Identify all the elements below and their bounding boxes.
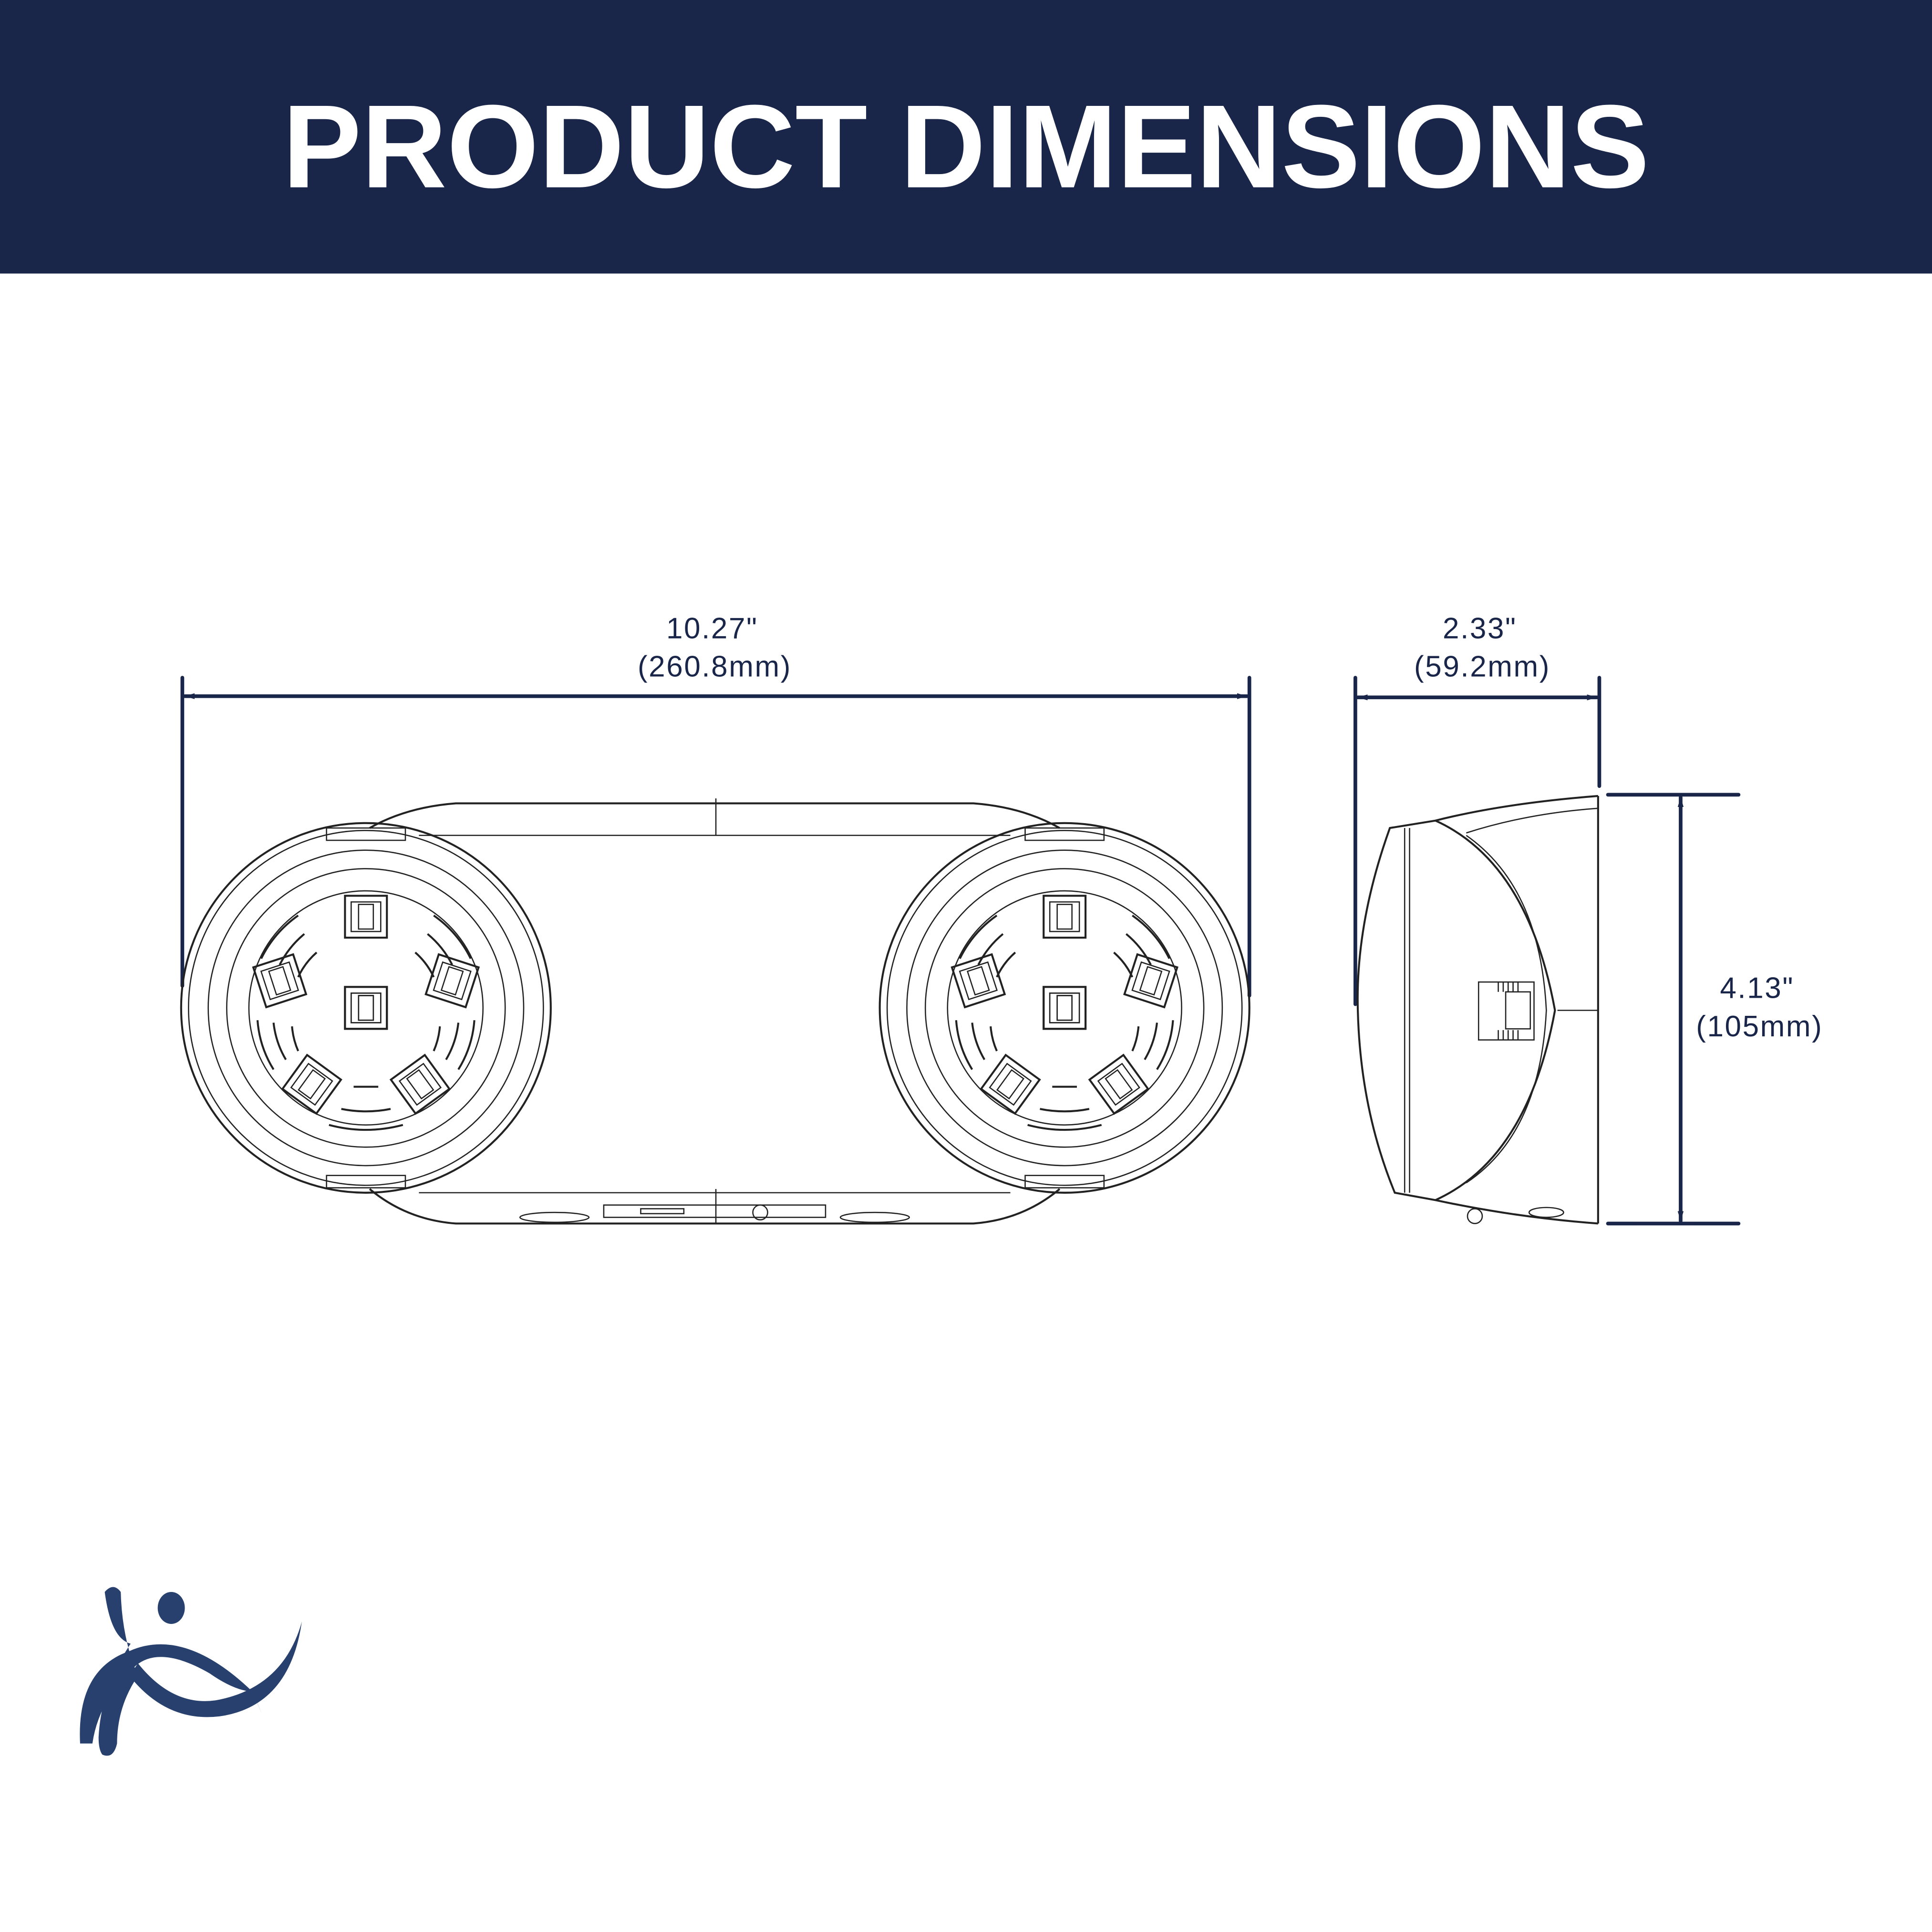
side-view-drawing: [1356, 795, 1599, 1225]
page-title: PRODUCT DIMENSIONS: [282, 80, 1649, 213]
depth-dimension: 2.33" (59.2mm): [1353, 612, 1601, 1006]
width-dimension: 10.27" (260.8mm): [180, 612, 1251, 998]
height-dimension: 4.13" (105mm): [1606, 793, 1823, 1226]
right-lamp-head: [880, 823, 1250, 1193]
width-inches-label: 10.27": [666, 612, 758, 645]
left-lamp-head: [181, 823, 551, 1193]
width-mm-label: (260.8mm): [638, 650, 792, 683]
brand-logo-icon: [80, 1587, 302, 1756]
height-inches-label: 4.13": [1720, 972, 1794, 1005]
depth-mm-label: (59.2mm): [1414, 650, 1550, 683]
depth-inches-label: 2.33": [1443, 612, 1517, 645]
front-view-drawing: [181, 798, 1250, 1225]
height-mm-label: (105mm): [1696, 1010, 1823, 1043]
header-banner: [0, 0, 1932, 274]
